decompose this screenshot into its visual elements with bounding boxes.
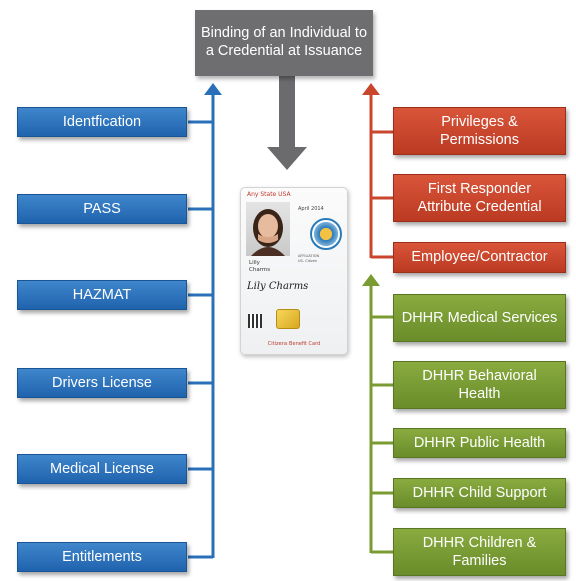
card-signature: Lily Charms [247, 281, 309, 292]
pass-label: PASS [83, 200, 121, 217]
card-title: Citizens Benefit Card [267, 341, 321, 347]
dhhr-child-support-box: DHHR Child Support [393, 478, 566, 508]
dhhr-children-families-box: DHHR Children & Families [393, 528, 566, 576]
dhhr-children-families-label: DHHR Children & Families [422, 534, 537, 569]
card-last-name: Charms [249, 267, 271, 274]
binding-header-label: Binding of an Individual to a Credential… [200, 25, 368, 59]
card-photo [246, 202, 290, 256]
privileges-permissions-box: Privileges & Permissions [393, 107, 566, 155]
dhhr-public-health-label: DHHR Public Health [413, 434, 546, 451]
pass-box: PASS [17, 194, 187, 224]
card-date: April 2014 [298, 206, 324, 212]
entitlements-label: Entitlements [62, 548, 142, 565]
identification-box: Identfication [17, 107, 187, 137]
person-photo-icon [251, 209, 285, 256]
first-responder-label: First Responder Attribute Credential [417, 180, 542, 215]
smart-chip-icon [276, 309, 300, 329]
card-holder-name: Lilly Charms [249, 260, 270, 275]
red-arrowhead [362, 83, 380, 95]
dhhr-behavioral-health-label: DHHR Behavioral Health [422, 367, 537, 402]
blue-arrowhead [204, 83, 222, 95]
medical-license-box: Medical License [17, 454, 187, 484]
dhhr-public-health-box: DHHR Public Health [393, 428, 566, 458]
employee-contractor-label: Employee/Contractor [411, 249, 548, 266]
dhhr-medical-services-box: DHHR Medical Services [393, 294, 566, 342]
hazmat-label: HAZMAT [72, 286, 132, 303]
identification-label: Identfication [62, 113, 142, 130]
card-affiliation-value: US- Citizen [298, 259, 318, 264]
hazmat-box: HAZMAT [17, 280, 187, 310]
state-seal-icon [310, 218, 342, 250]
card-affiliation-label: AFFILIATION [298, 254, 320, 258]
qr-code-icon [248, 314, 262, 328]
employee-contractor-box: Employee/Contractor [393, 242, 566, 273]
dhhr-behavioral-health-box: DHHR Behavioral Health [393, 361, 566, 409]
entitlements-box: Entitlements [17, 542, 187, 572]
binding-header-box: Binding of an Individual to a Credential… [195, 10, 373, 76]
card-affiliation: AFFILIATION US- Citizen [298, 254, 319, 265]
down-arrow [267, 76, 307, 170]
medical-license-label: Medical License [50, 460, 154, 477]
drivers-license-label: Drivers License [52, 374, 152, 391]
card-first-name: Lilly [249, 260, 260, 266]
credential-card: Any State USA April 2014 Lilly Charms AF… [240, 187, 348, 355]
dhhr-medical-services-label: DHHR Medical Services [401, 309, 558, 326]
card-state: Any State USA [247, 191, 291, 198]
green-arrowhead [362, 274, 380, 286]
drivers-license-box: Drivers License [17, 368, 187, 398]
first-responder-box: First Responder Attribute Credential [393, 174, 566, 222]
dhhr-child-support-label: DHHR Child Support [412, 484, 547, 501]
privileges-permissions-label: Privileges & Permissions [440, 113, 519, 148]
